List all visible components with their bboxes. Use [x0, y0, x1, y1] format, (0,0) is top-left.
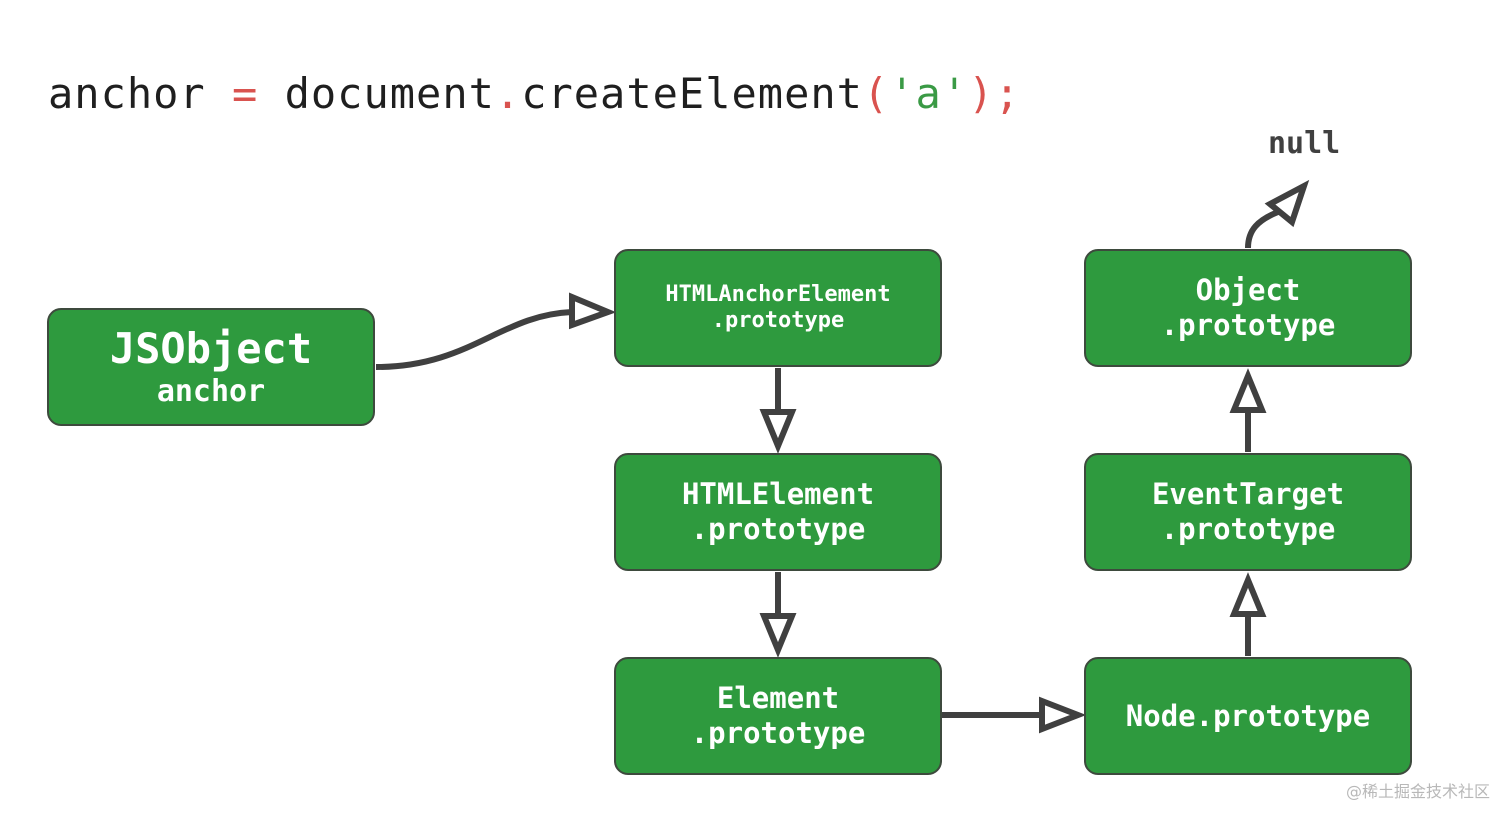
watermark: @稀土掘金技术社区 [1345, 782, 1490, 801]
node-object-line1: Object [1195, 273, 1301, 308]
node-object-line2: .prototype [1160, 308, 1336, 342]
arrowhead-eventtarget [1229, 572, 1267, 617]
node-htmlanchorelement-line2: .prototype [711, 308, 845, 333]
node-htmlelement-line1: HTMLElement [681, 477, 875, 512]
node-eventtarget-line2: .prototype [1160, 512, 1336, 546]
code-equals: = [232, 69, 259, 118]
node-htmlanchorelement: HTMLAnchorElement .prototype [614, 249, 942, 367]
node-object: Object .prototype [1084, 249, 1412, 367]
node-htmlelement-line2: .prototype [690, 512, 866, 546]
node-jsobject-subtitle: anchor [156, 374, 266, 410]
code-method: createElement [521, 69, 863, 118]
node-jsobject: JSObject anchor [47, 308, 375, 426]
code-line: anchor = document.createElement('a'); [48, 64, 1021, 124]
arrowhead-htmlanchor [569, 292, 617, 330]
code-var: anchor [48, 69, 206, 118]
code-arg: 'a' [889, 69, 969, 118]
node-eventtarget-line1: EventTarget [1151, 477, 1345, 512]
arrowhead-node [1039, 696, 1087, 734]
node-htmlelement: HTMLElement .prototype [614, 453, 942, 571]
arrowhead-element [759, 613, 797, 658]
node-element-line1: Element [716, 681, 840, 716]
arrowhead-null [1264, 179, 1310, 228]
node-element: Element .prototype [614, 657, 942, 775]
code-close: ); [968, 69, 1021, 118]
node-eventtarget: EventTarget .prototype [1084, 453, 1412, 571]
code-object: document [284, 69, 495, 118]
code-open-paren: ( [862, 69, 890, 118]
edge-jsobject-to-htmlanchor [375, 309, 573, 370]
code-dot: . [494, 69, 522, 118]
arrowhead-object [1229, 368, 1267, 413]
node-jsobject-title: JSObject [109, 323, 313, 373]
node-node-line1: Node.prototype [1125, 698, 1371, 733]
edge-object-to-null [1245, 209, 1280, 249]
node-element-line2: .prototype [690, 716, 866, 750]
node-node: Node.prototype [1084, 657, 1412, 775]
null-label: null [1268, 126, 1341, 161]
node-htmlanchorelement-line1: HTMLAnchorElement [665, 281, 891, 307]
arrowhead-htmlelement [759, 409, 797, 454]
